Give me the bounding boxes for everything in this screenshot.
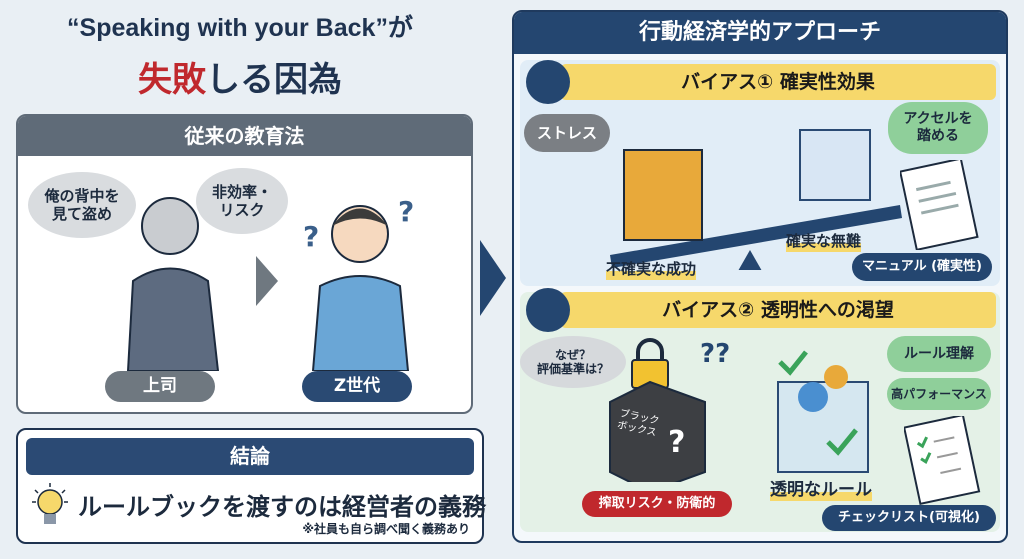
- boss-speech-bubble: 俺の背中を見て盗め: [28, 172, 136, 238]
- checklist-document-icon: [904, 416, 981, 506]
- rules-label: 透明なルール: [770, 479, 872, 501]
- title-rest: しる因為: [206, 60, 342, 100]
- accel-bubble: アクセルを踏める: [888, 102, 988, 154]
- performance-bubble: 高パフォーマンス: [887, 378, 991, 410]
- bias1-title: バイアス① 確実性効果: [560, 64, 996, 100]
- approach-panel: 行動経済学的アプローチ バイアス① 確実性効果 ストレス アクセルを踏める 確実…: [512, 10, 1008, 543]
- manual-document-icon: [900, 160, 979, 250]
- black-box-icon: ? ??: [609, 338, 730, 482]
- traditional-header: 従来の教育法: [18, 116, 471, 156]
- transparent-box-icon: [777, 350, 869, 473]
- bubble-text: 見て盗め: [51, 205, 112, 223]
- manual-label: マニュアル (確実性): [852, 253, 992, 281]
- risk-label: 搾取リスク・防衛的: [582, 491, 732, 517]
- uncertain-label: 不確実な成功: [606, 258, 697, 280]
- why-bubble: なぜ？評価基準は？: [520, 336, 626, 388]
- genz-figure-icon: ? ?: [303, 195, 414, 371]
- genz-label: Z世代: [302, 371, 412, 402]
- approach-header: 行動経済学的アプローチ: [514, 12, 1006, 54]
- bias2-section: バイアス② 透明性への渇望 なぜ？評価基準は？ ? ?? ブラックボックス 搾取…: [520, 288, 1000, 532]
- conclusion-header: 結論: [26, 438, 474, 475]
- brain-icon: [526, 60, 570, 104]
- checklist-label: チェックリスト(可視化): [822, 505, 996, 531]
- boss-figure-icon: [126, 197, 220, 371]
- svg-text:?: ?: [303, 220, 319, 253]
- title-line-2: 失敗しる因為: [0, 52, 480, 101]
- understand-bubble: ルール理解: [887, 336, 991, 372]
- bias1-section: バイアス① 確実性効果 ストレス アクセルを踏める 確実な無難 不確実な成功 マ…: [520, 60, 1000, 286]
- conclusion-box: 結論 ルールブックを渡すのは経営者の義務 ※社員も自ら調べ聞く義務あり: [16, 428, 486, 544]
- bias2-title: バイアス② 透明性への渇望: [560, 292, 996, 328]
- bubble-text: リスク: [219, 201, 265, 219]
- title-line-1: “Speaking with your Back”が: [67, 14, 413, 42]
- conclusion-note: ※社員も自ら調べ聞く義務あり: [302, 522, 470, 536]
- seesaw-illustration: [610, 129, 902, 270]
- bubble-text: 非効率・: [211, 183, 272, 201]
- bubble-text: なぜ？: [554, 347, 591, 362]
- risk-speech-bubble: 非効率・リスク: [196, 168, 288, 234]
- brain-icon: [526, 288, 570, 332]
- title-emphasis: 失敗: [138, 60, 206, 100]
- chevron-right-icon: [256, 256, 278, 306]
- empty-box-icon: [799, 129, 871, 201]
- conclusion-main-text: ルールブックを渡すのは経営者の義務: [78, 493, 486, 521]
- safe-label: 確実な無難: [786, 230, 862, 252]
- gold-box-icon: [623, 149, 703, 241]
- bubble-text: 俺の背中を: [44, 187, 120, 205]
- boss-label: 上司: [105, 371, 215, 402]
- arrow-right-icon: [480, 240, 506, 316]
- svg-text:?: ?: [398, 195, 414, 228]
- traditional-panel: 従来の教育法 俺の背中を見て盗め 非効率・リスク ? ? 上司 Z世代: [16, 114, 473, 414]
- bubble-text: 踏める: [917, 128, 959, 144]
- lightbulb-icon: [32, 483, 68, 524]
- svg-text:??: ??: [700, 339, 730, 369]
- bubble-text: 評価基準は？: [536, 362, 609, 376]
- bubble-text: アクセルを: [903, 111, 973, 128]
- stress-bubble: ストレス: [524, 114, 610, 152]
- svg-text:?: ?: [668, 425, 685, 460]
